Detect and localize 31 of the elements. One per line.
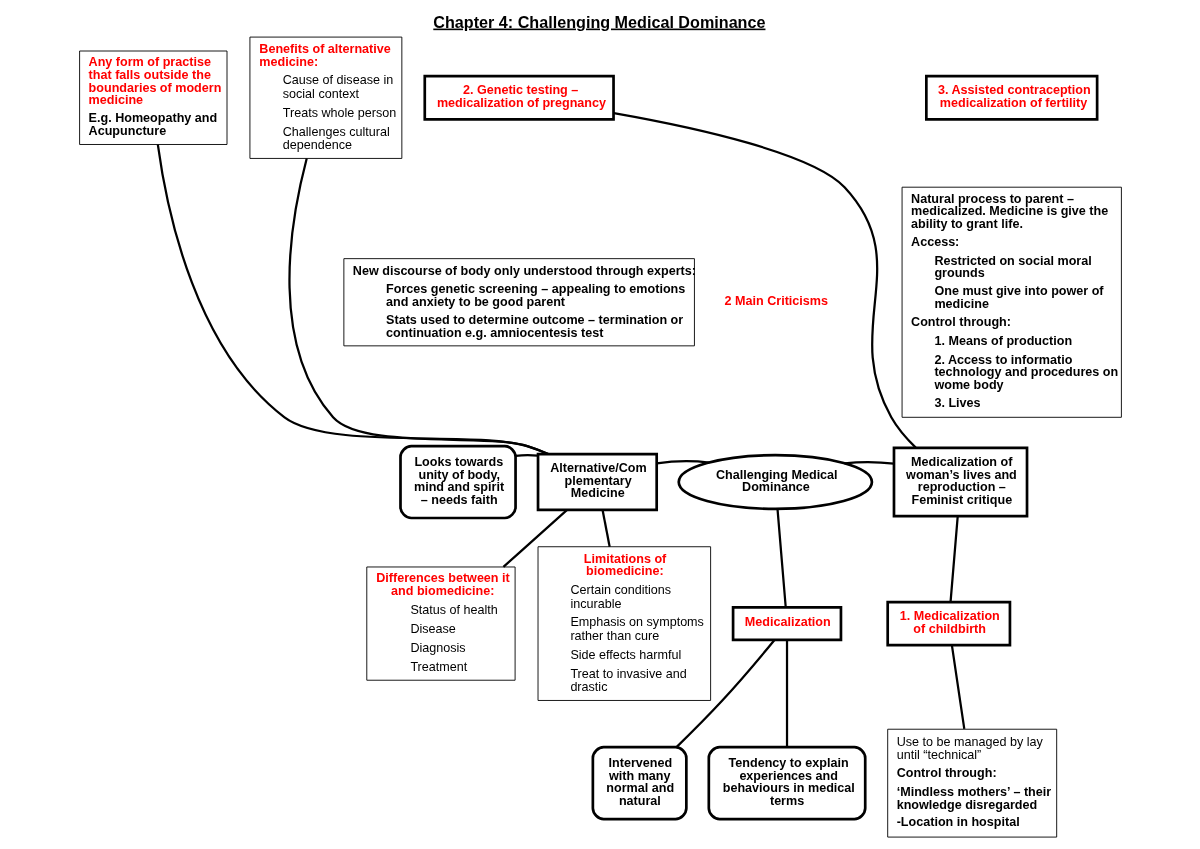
node-box: Intervened with many normal and natural xyxy=(591,745,688,821)
node-box: Alternative/Com plementary Medicine xyxy=(536,452,658,512)
connector xyxy=(785,639,788,748)
connector xyxy=(656,460,709,465)
node-box: 3. Assisted contraception medicalization of fertility xyxy=(924,74,1098,121)
node-box: Limitations of biomedicine: Certain conditions incurable Emphasis on symptoms rather than cure Side effects harmful Treat to invasive and drastic xyxy=(537,546,711,701)
node-ellipse: Challenging Medical Dominance xyxy=(676,453,873,511)
connector xyxy=(843,460,894,465)
connector xyxy=(948,516,959,602)
node-box: Benefits of alternative medicine: Cause of disease in social context Treats whole person Challenges cultural dependence xyxy=(249,36,402,159)
connector xyxy=(950,645,965,730)
connector xyxy=(775,508,787,608)
node-box: Medicalization xyxy=(731,606,842,642)
connector xyxy=(287,158,548,456)
node-box: Use to be managed by lay until “technical” Control through: ‘Mindless mothers’ – their knowledge disregarded -Location in hospital xyxy=(886,728,1057,838)
connector xyxy=(601,510,611,547)
connector xyxy=(613,112,917,449)
node-box: Tendency to explain experiences and behaviours in medical terms xyxy=(706,745,867,821)
node-box: Any form of practise that falls outside the boundaries of modern medicine E.g. Homeopathy and Acupuncture xyxy=(78,50,227,145)
node-box: Differences between it and biomedicine: Status of health Disease Diagnosis Treatment xyxy=(365,566,516,681)
label: 2 Main Criticisms xyxy=(724,293,828,308)
node-box: 2. Genetic testing – medicalization of pregnancy xyxy=(422,74,615,121)
connector xyxy=(156,144,549,456)
node-box: Medicalization of woman’s lives and reproduction – Feminist critique xyxy=(892,446,1028,518)
diagram-title: Chapter 4: Challenging Medical Dominance xyxy=(432,12,765,31)
node-box: Looks towards unity of body, mind and spirit – needs faith xyxy=(398,444,517,520)
node-box: Natural process to parent – medicalized. Medicine is give the ability to grant life. Access: Restricted on social moral grounds One must give into power of medicine Control through: 1. Means of production 2. Access to informatio technology and procedures on wome body 3. Lives xyxy=(901,186,1122,418)
connector xyxy=(515,453,538,457)
connector xyxy=(502,509,568,568)
node-box: 1. Medicalization of childbirth xyxy=(885,600,1011,647)
connector xyxy=(675,639,775,748)
